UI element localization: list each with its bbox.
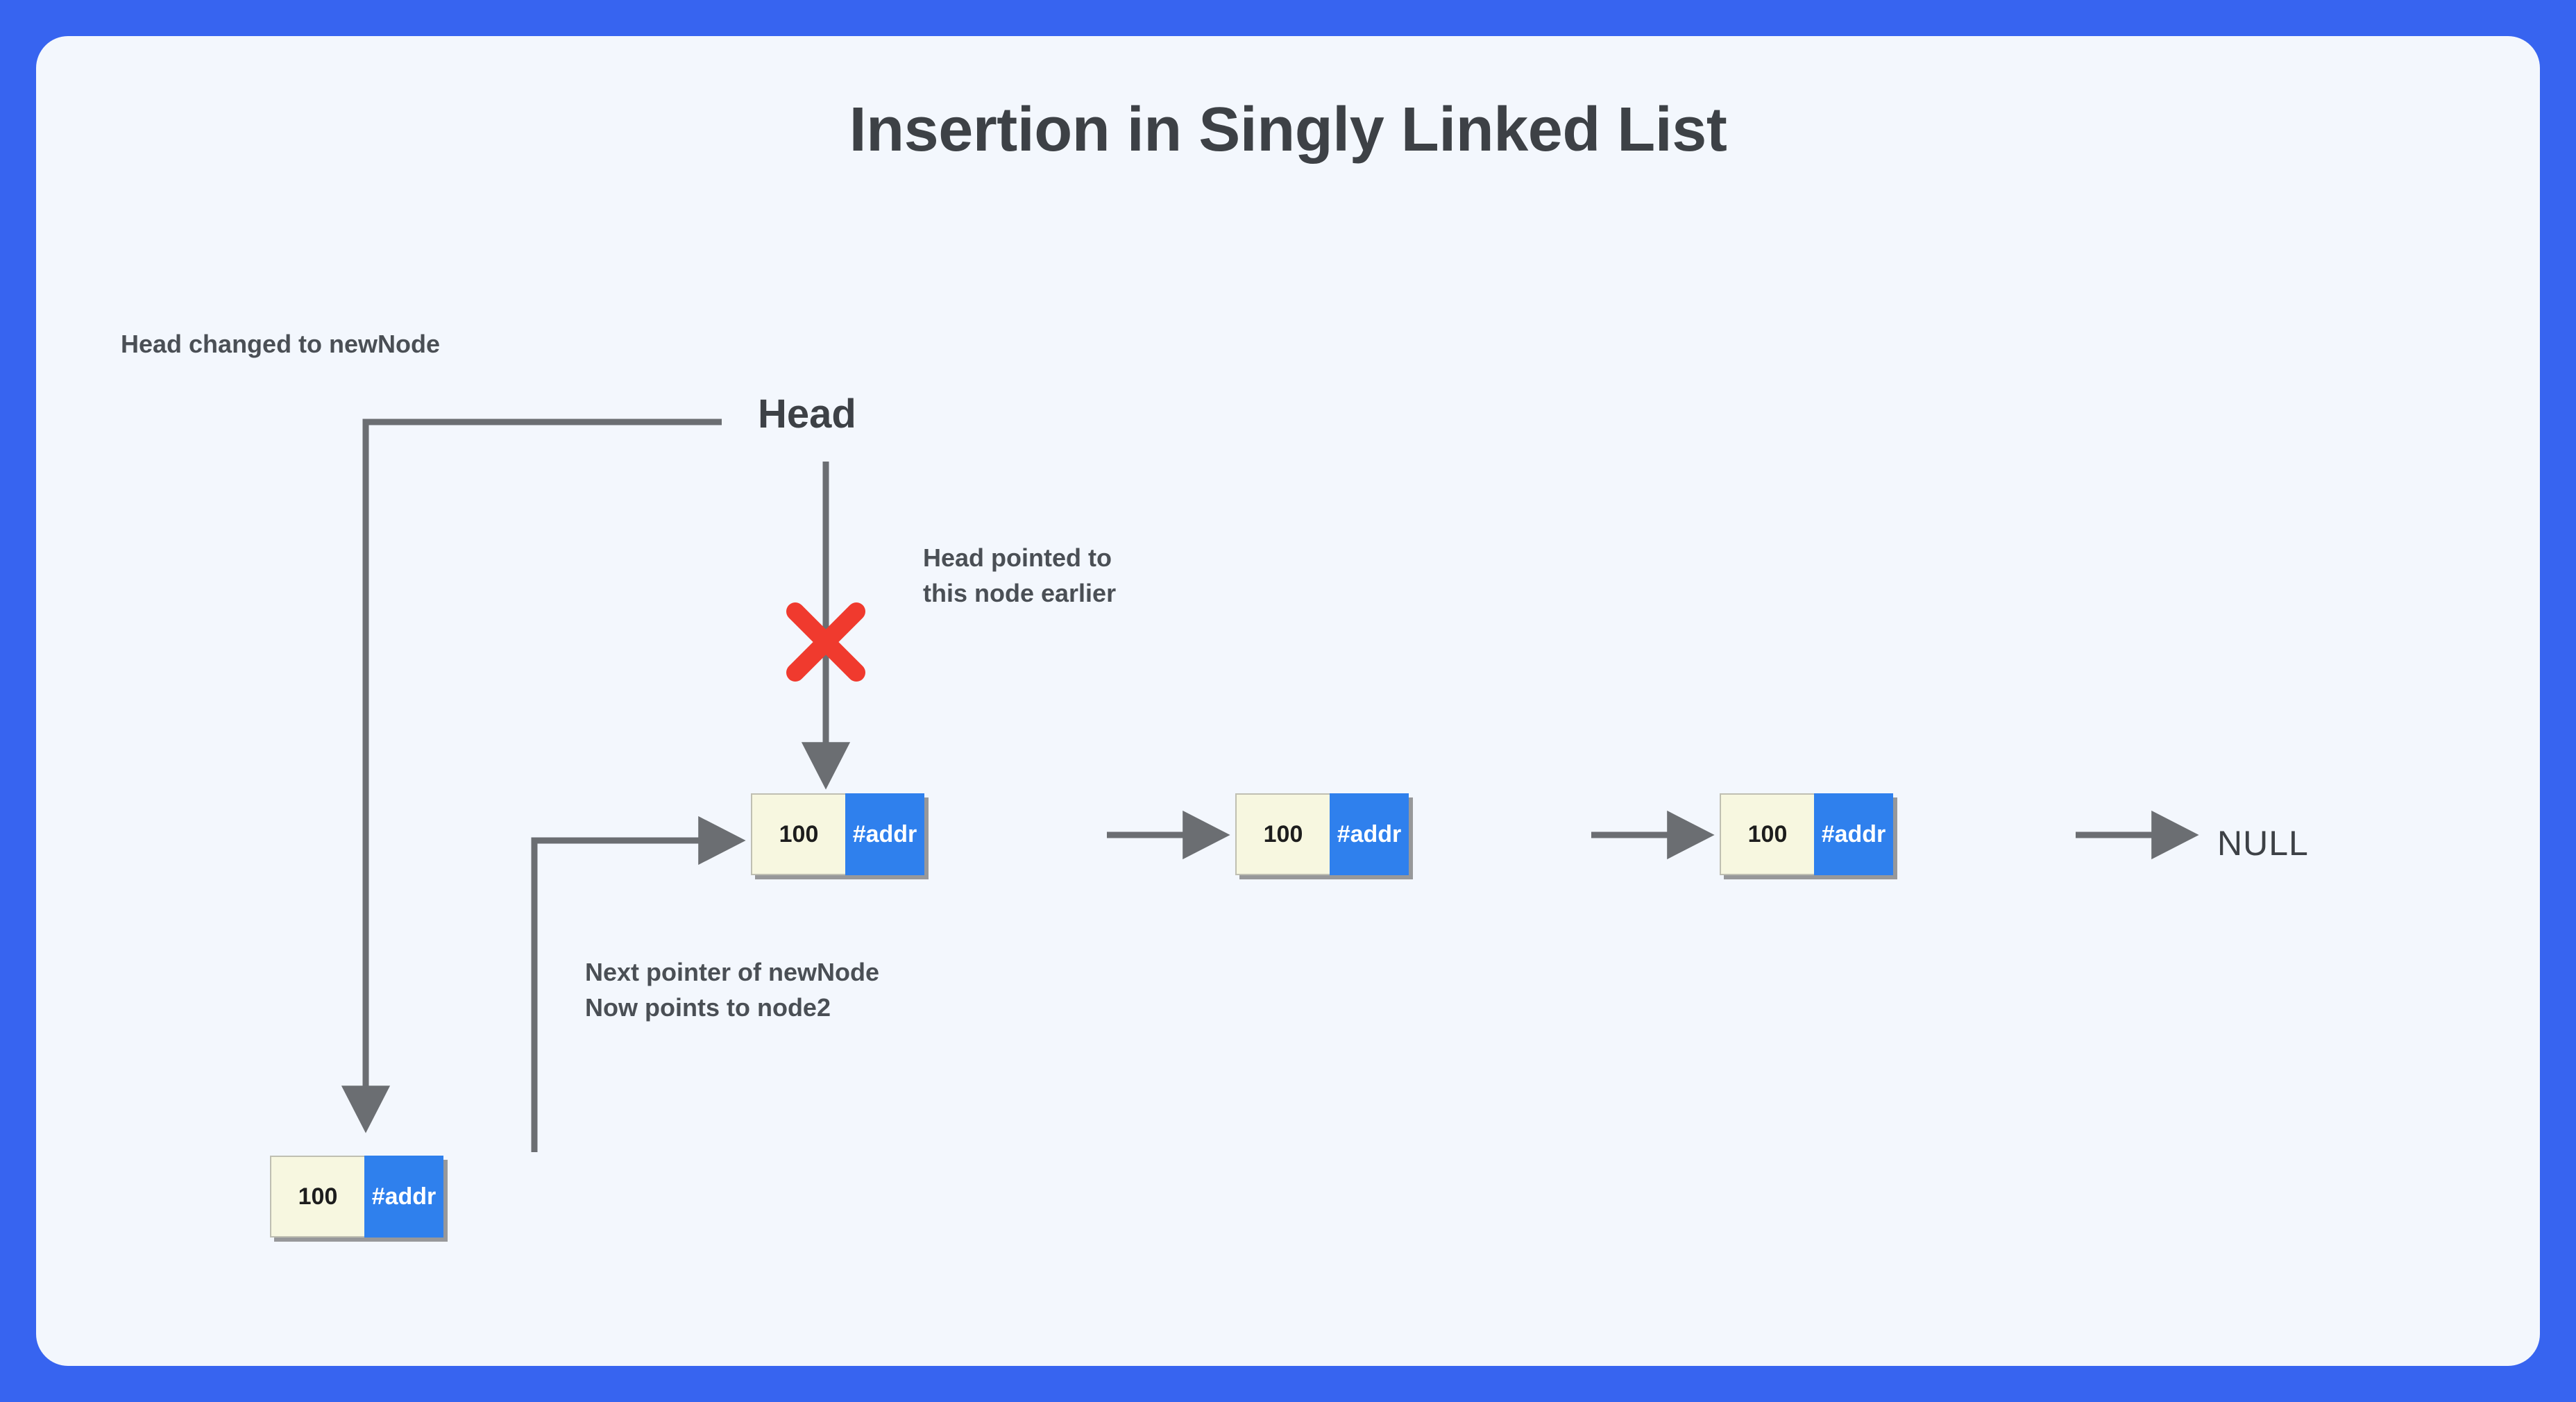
list-node-3: 100 #addr (1720, 793, 1893, 875)
head-pointer-label: Head (758, 391, 856, 437)
page-title: Insertion in Singly Linked List (849, 95, 1727, 164)
node-next-pointer-field: #addr (1330, 793, 1409, 875)
node-next-pointer-field: #addr (845, 793, 924, 875)
annotation-head-pointed-line2: this node earlier (923, 579, 1117, 608)
broken-link-cross-icon (786, 602, 865, 682)
annotation-head-changed: Head changed to newNode (121, 330, 441, 358)
node-data-field: 100 (751, 793, 845, 875)
node-data-field: 100 (1720, 793, 1814, 875)
annotation-next-pointer-line1: Next pointer of newNode (585, 958, 880, 986)
annotation-head-pointed-line1: Head pointed to (923, 543, 1112, 572)
node-next-pointer-field: #addr (1814, 793, 1893, 875)
node-data-field: 100 (270, 1156, 364, 1238)
node-next-pointer-field: #addr (364, 1156, 443, 1238)
annotation-head-pointed-earlier: Head pointed to this node earlier (923, 540, 1116, 611)
null-terminator-label: NULL (2217, 824, 2309, 863)
new-node: 100 #addr (270, 1156, 443, 1238)
node-data-field: 100 (1235, 793, 1330, 875)
annotation-next-pointer-line2: Now points to node2 (585, 993, 831, 1022)
annotation-next-pointer: Next pointer of newNode Now points to no… (585, 954, 879, 1025)
list-node-2: 100 #addr (1235, 793, 1409, 875)
list-node-1: 100 #addr (751, 793, 924, 875)
